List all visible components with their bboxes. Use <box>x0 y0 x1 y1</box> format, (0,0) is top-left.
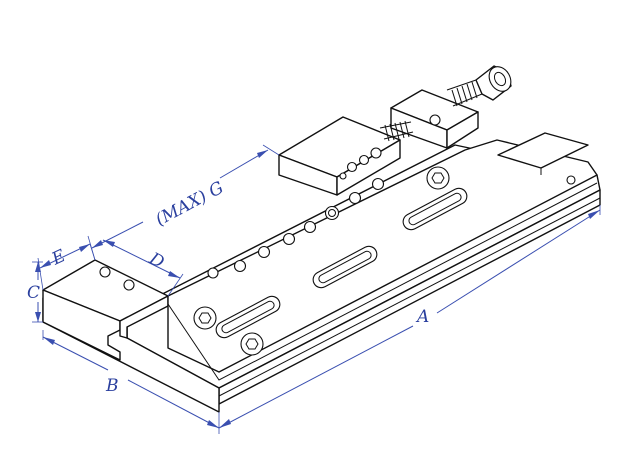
dimension-b <box>42 330 220 429</box>
dim-label-g: (MAX) G <box>152 178 227 230</box>
dimension-d <box>102 239 184 297</box>
dim-label-c: C <box>27 283 40 303</box>
screw-block-side <box>446 111 479 149</box>
t-slots <box>215 187 468 339</box>
lead-screw <box>379 79 483 142</box>
cap-screws <box>193 166 450 356</box>
dimension-a <box>218 205 601 434</box>
slide-plate <box>167 139 598 373</box>
screw-knob <box>475 65 512 101</box>
dimension-g <box>89 144 280 261</box>
jaw-hole <box>123 279 135 291</box>
dim-label-d: D <box>145 248 168 273</box>
jaw-hole <box>99 266 111 278</box>
end-screw <box>566 175 576 185</box>
dim-label-a: A <box>415 307 429 327</box>
screw-block-hole <box>429 114 441 126</box>
end-pad <box>497 132 589 169</box>
dim-label-b: B <box>105 376 119 396</box>
threaded-holes <box>207 147 385 279</box>
dim-label-e: E <box>48 246 69 270</box>
